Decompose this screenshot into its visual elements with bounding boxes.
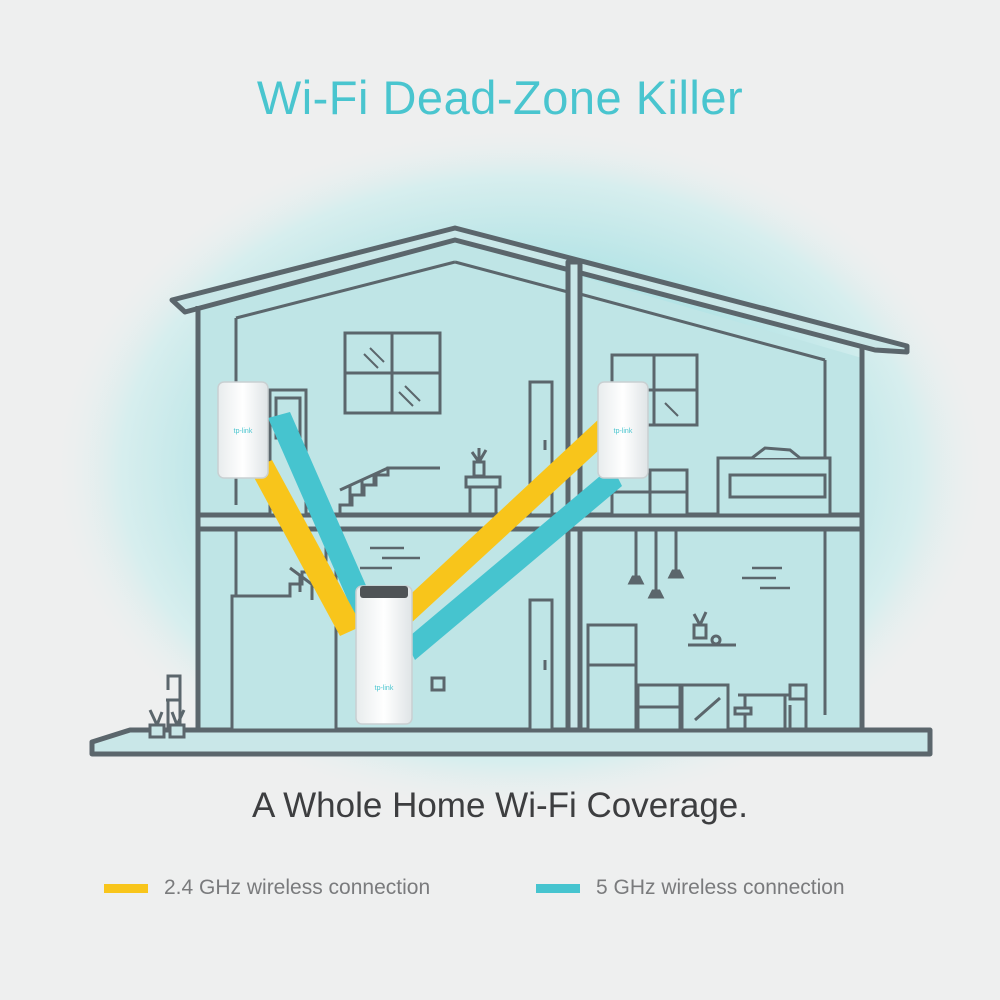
beam-24ghz-right: [400, 418, 612, 624]
mesh-unit-upper-right: tp-link: [597, 381, 649, 479]
legend-label-24ghz: 2.4 GHz wireless connection: [164, 876, 431, 899]
dining-set: [733, 683, 808, 730]
house-roof: [169, 225, 910, 355]
unit-logo: tp-link: [614, 428, 633, 435]
beam-5ghz-right: [405, 466, 622, 660]
window-upper-left: [343, 331, 442, 415]
legend-item-24ghz: 2.4 GHz wireless connection: [104, 873, 430, 903]
stairs-upper: [338, 466, 440, 515]
legend-swatch-24ghz: [104, 883, 148, 893]
legend-item-5ghz: 5 GHz wireless connection: [536, 873, 845, 903]
pendant-lamps: [627, 530, 685, 599]
brick-wall-right: [742, 566, 790, 590]
unit-logo: tp-link: [234, 428, 253, 435]
connection-beams: [250, 412, 622, 660]
door-lower-middle: [528, 598, 554, 732]
ground: [89, 727, 933, 757]
mesh-unit-center: tp-link: [355, 585, 413, 725]
legend-label-5ghz: 5 GHz wireless connection: [596, 876, 845, 899]
kitchen: [586, 611, 736, 732]
outdoor-chair-plants: [148, 674, 186, 739]
unit-logo: tp-link: [375, 685, 394, 692]
page-title: Wi-Fi Dead-Zone Killer: [256, 71, 744, 124]
page-subtitle: A Whole Home Wi-Fi Coverage.: [252, 786, 748, 825]
bed: [716, 446, 832, 517]
mesh-unit-upper-left: tp-link: [217, 381, 269, 479]
legend-swatch-5ghz: [536, 883, 580, 893]
side-table-plant: [464, 448, 502, 515]
beam-24ghz-left: [250, 460, 362, 636]
beam-5ghz-left: [268, 412, 382, 628]
